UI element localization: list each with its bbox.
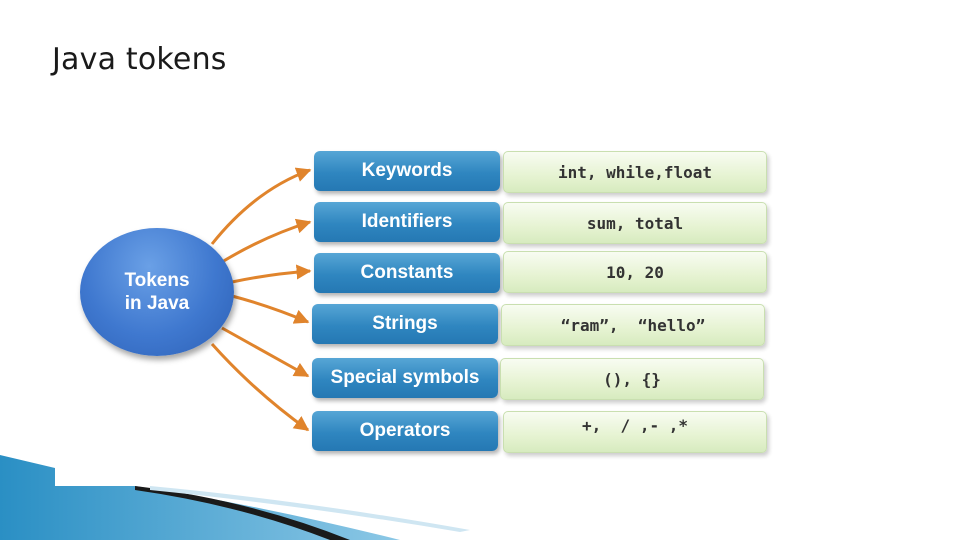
examples-strings: “ram”, “hello” <box>501 304 765 346</box>
examples-special-symbols: (), {} <box>500 358 764 400</box>
category-operators: Operators <box>312 411 498 451</box>
examples-keywords: int, while,float <box>503 151 767 193</box>
arrow-operators <box>210 342 310 432</box>
category-identifiers: Identifiers <box>314 202 500 242</box>
category-special-symbols: Special symbols <box>312 358 498 398</box>
hub-line-2: in Java <box>124 293 190 314</box>
slide-title: Java tokens <box>52 42 227 77</box>
arrow-strings <box>231 294 310 324</box>
hub-line-1: Tokens <box>124 270 190 291</box>
category-strings: Strings <box>312 304 498 344</box>
category-keywords: Keywords <box>314 151 500 191</box>
examples-constants: 10, 20 <box>503 251 767 293</box>
arrow-constants <box>231 264 312 284</box>
arrow-identifiers <box>221 218 312 264</box>
category-constants: Constants <box>314 253 500 293</box>
arrow-keywords <box>210 167 312 245</box>
arrow-special-symbols <box>221 326 310 378</box>
examples-identifiers: sum, total <box>503 202 767 244</box>
examples-operators: +, / ,- ,* <box>503 411 767 453</box>
tokens-hub-circle: Tokens in Java <box>80 228 234 356</box>
